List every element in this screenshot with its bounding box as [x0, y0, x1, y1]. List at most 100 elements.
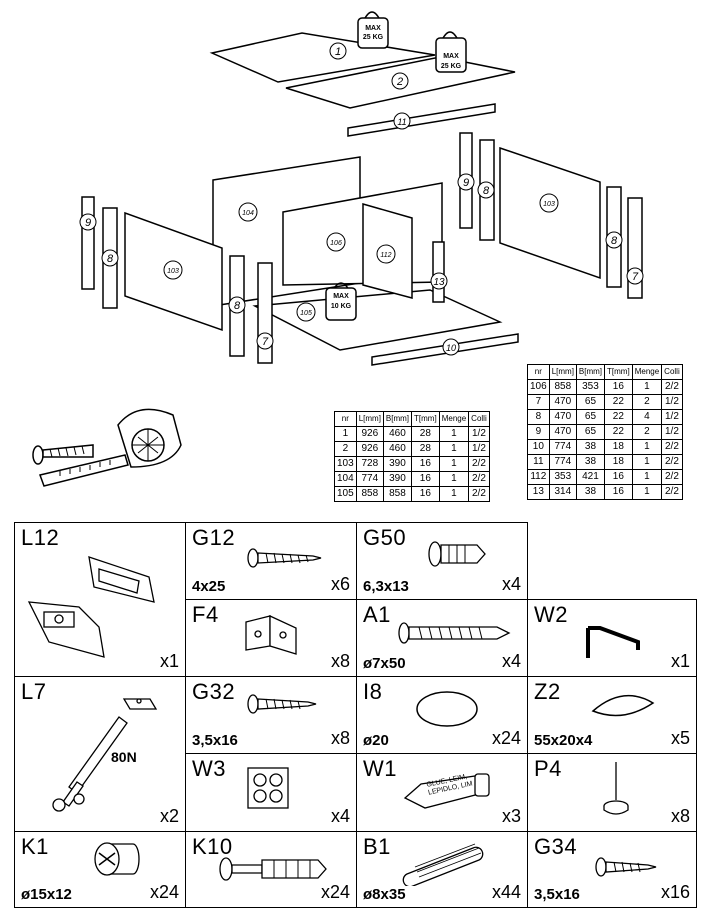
hardware-code: A1 [363, 602, 391, 627]
table-cell: 774 [355, 471, 384, 487]
table-cell: 16 [411, 471, 440, 487]
weight-label-3-line1: MAX [333, 293, 349, 300]
hardware-cell-W3: W3 x4 [185, 753, 357, 832]
hardware-dim: ø15x12 [21, 886, 72, 903]
table-cell: 16 [604, 469, 633, 485]
part-label: 8 [234, 300, 241, 312]
table-cell: 1 [438, 456, 470, 472]
hardware-code: W1 [363, 756, 397, 781]
part-label: 1 [335, 46, 341, 58]
table-cell: 2/2 [661, 379, 683, 395]
table-cell: 18 [604, 439, 633, 455]
table-cell: 22 [604, 424, 633, 440]
hardware-code: G12 [192, 525, 236, 550]
table-cell: 1/2 [468, 426, 490, 442]
table-header-row: nr L[mm] B[mm] T[mm] Menge Colli [527, 364, 683, 380]
hardware-qty: x4 [501, 651, 521, 671]
allen-key-icon [586, 626, 640, 658]
assembly-diagram: MAX 25 KG MAX 25 KG MAX 10 KG 1 2 11 9 8… [32, 11, 644, 487]
part-label: 103 [543, 201, 555, 208]
table-cell: 9 [527, 424, 550, 440]
table-cell: 13 [527, 484, 550, 500]
table-cell: 1 [334, 426, 357, 442]
table-cell: 65 [575, 394, 606, 410]
table-cell: 858 [548, 379, 577, 395]
table-cell: 390 [382, 471, 413, 487]
hardware-dim: 55x20x4 [534, 732, 593, 749]
hardware-dim: 6,3x13 [363, 578, 409, 595]
weight-label-3-line2: 10 KG [331, 303, 352, 310]
table-cell: 1 [631, 484, 663, 500]
table-cell: 460 [382, 441, 413, 457]
table-cell: 1/2 [661, 409, 683, 425]
angle-bracket-icon [245, 614, 297, 655]
table-cell: 353 [548, 469, 577, 485]
hardware-dim: 4x25 [192, 578, 226, 595]
wood-screw-icon [247, 548, 322, 568]
hardware-dim: 3,5x16 [534, 886, 580, 903]
table-cell: 10 [527, 439, 550, 455]
table-cell: 2/2 [468, 486, 490, 502]
gas-spring-icon [52, 698, 158, 812]
hardware-qty: x6 [330, 574, 350, 594]
table-cell: 1 [631, 439, 663, 455]
part-label: 7 [632, 271, 639, 283]
col-header: T[mm] [411, 411, 440, 427]
part-label: 13 [433, 277, 445, 288]
table-cell: 460 [382, 426, 413, 442]
table-cell: 65 [575, 424, 606, 440]
table-cell: 774 [548, 439, 577, 455]
hardware-qty: x16 [660, 882, 690, 902]
table-cell: 390 [382, 456, 413, 472]
table-cell: 2/2 [468, 471, 490, 487]
hardware-code: Z2 [534, 679, 561, 704]
hardware-dim: ø7x50 [363, 655, 406, 672]
table-cell: 2/2 [661, 484, 683, 500]
table-cell: 470 [548, 424, 577, 440]
table-cell: 1 [438, 486, 470, 502]
tape-measure-icon [39, 408, 182, 487]
table-cell: 1 [631, 454, 663, 470]
table-cell: 1 [631, 469, 663, 485]
table-cell: 112 [527, 469, 550, 485]
col-header: B[mm] [382, 411, 413, 427]
hardware-qty: x8 [670, 806, 690, 826]
table-cell: 353 [575, 379, 606, 395]
table-cell: 22 [604, 409, 633, 425]
glue-tube-icon [403, 773, 490, 809]
table-cell: 1 [438, 441, 470, 457]
hardware-qty: x5 [670, 728, 690, 748]
weight-label-2-line1: MAX [443, 53, 459, 60]
weight-label-1-line2: 25 KG [363, 34, 384, 41]
force-label: 80N [111, 749, 137, 765]
hardware-cell-B1: B1 ø8x35 x44 [356, 831, 528, 908]
table-cell: 38 [575, 484, 606, 500]
hardware-qty: x4 [501, 574, 521, 594]
hardware-code: P4 [534, 756, 562, 781]
table-cell: 16 [604, 484, 633, 500]
hardware-qty: x4 [330, 806, 350, 826]
table-cell: 774 [548, 454, 577, 470]
hardware-code: K10 [192, 834, 233, 859]
panel-103-right [499, 146, 601, 280]
hardware-dim: ø20 [363, 732, 389, 749]
hardware-code: G34 [534, 834, 578, 859]
weight-label-1-line1: MAX [365, 25, 381, 32]
hardware-code: I8 [363, 679, 383, 704]
table-cell: 2 [631, 394, 663, 410]
table-cell: 16 [604, 379, 633, 395]
part-label: 8 [611, 235, 618, 247]
col-header: Colli [468, 411, 490, 427]
table-cell: 858 [355, 486, 384, 502]
part-label: 9 [85, 217, 91, 229]
hardware-qty: x1 [159, 651, 179, 671]
col-header: L[mm] [548, 364, 577, 380]
table-cell: 22 [604, 394, 633, 410]
post-9-left [81, 196, 95, 290]
table-cell: 7 [527, 394, 550, 410]
